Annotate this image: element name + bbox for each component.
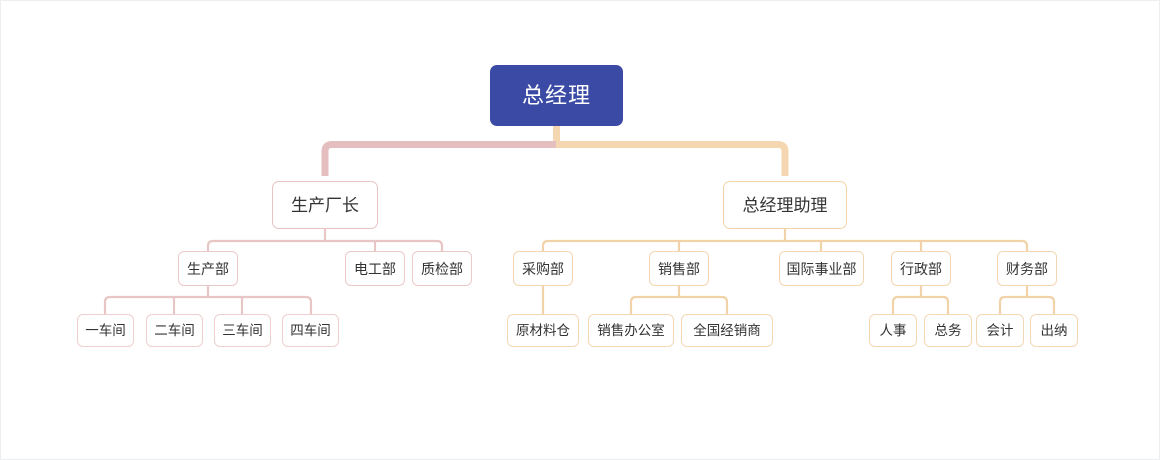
org-node-label: 总务: [934, 322, 962, 338]
org-node-purchasing-dept[interactable]: 采购部: [513, 251, 573, 286]
org-node-general-affairs[interactable]: 总务: [924, 314, 972, 347]
org-node-label: 销售办公室: [597, 322, 665, 338]
org-node-label: 三车间: [222, 322, 263, 338]
org-node-workshop-3[interactable]: 三车间: [214, 314, 271, 347]
org-node-electrical-dept[interactable]: 电工部: [345, 251, 405, 286]
org-node-sales-dept[interactable]: 销售部: [649, 251, 709, 286]
org-node-production-dept[interactable]: 生产部: [178, 251, 238, 286]
org-node-label: 采购部: [522, 260, 564, 277]
org-node-label: 财务部: [1006, 260, 1048, 277]
org-node-root[interactable]: 总经理: [490, 65, 623, 126]
org-node-label: 销售部: [658, 260, 700, 277]
org-node-gm-assistant[interactable]: 总经理助理: [723, 181, 847, 229]
org-node-label: 行政部: [900, 260, 942, 277]
org-node-label: 一车间: [85, 322, 126, 338]
org-node-material-warehouse[interactable]: 原材料仓: [507, 314, 579, 347]
org-node-admin-dept[interactable]: 行政部: [891, 251, 951, 286]
org-node-label: 会计: [986, 322, 1014, 338]
org-node-label: 生产厂长: [291, 195, 359, 215]
org-node-label: 国际事业部: [786, 260, 857, 277]
org-node-label: 全国经销商: [693, 322, 761, 338]
org-node-label: 电工部: [354, 260, 396, 277]
org-node-label: 质检部: [421, 260, 463, 277]
org-node-hr[interactable]: 人事: [869, 314, 917, 347]
org-node-label: 二车间: [154, 322, 195, 338]
org-node-national-dealers[interactable]: 全国经销商: [681, 314, 773, 347]
org-node-label: 人事: [879, 322, 907, 338]
org-node-accounting[interactable]: 会计: [976, 314, 1024, 347]
org-node-label: 出纳: [1040, 322, 1068, 338]
org-node-label: 生产部: [187, 260, 229, 277]
org-node-finance-dept[interactable]: 财务部: [997, 251, 1057, 286]
org-node-label: 四车间: [290, 322, 331, 338]
org-node-cashier[interactable]: 出纳: [1030, 314, 1078, 347]
org-node-quality-dept[interactable]: 质检部: [412, 251, 472, 286]
org-node-workshop-2[interactable]: 二车间: [146, 314, 203, 347]
org-node-label: 总经理: [521, 82, 591, 108]
org-node-workshop-4[interactable]: 四车间: [282, 314, 339, 347]
org-node-international-dept[interactable]: 国际事业部: [779, 251, 864, 286]
org-node-workshop-1[interactable]: 一车间: [77, 314, 134, 347]
org-node-label: 原材料仓: [516, 322, 570, 338]
org-node-prod-chief[interactable]: 生产厂长: [272, 181, 378, 229]
org-node-sales-office[interactable]: 销售办公室: [588, 314, 674, 347]
org-node-label: 总经理助理: [742, 195, 828, 215]
